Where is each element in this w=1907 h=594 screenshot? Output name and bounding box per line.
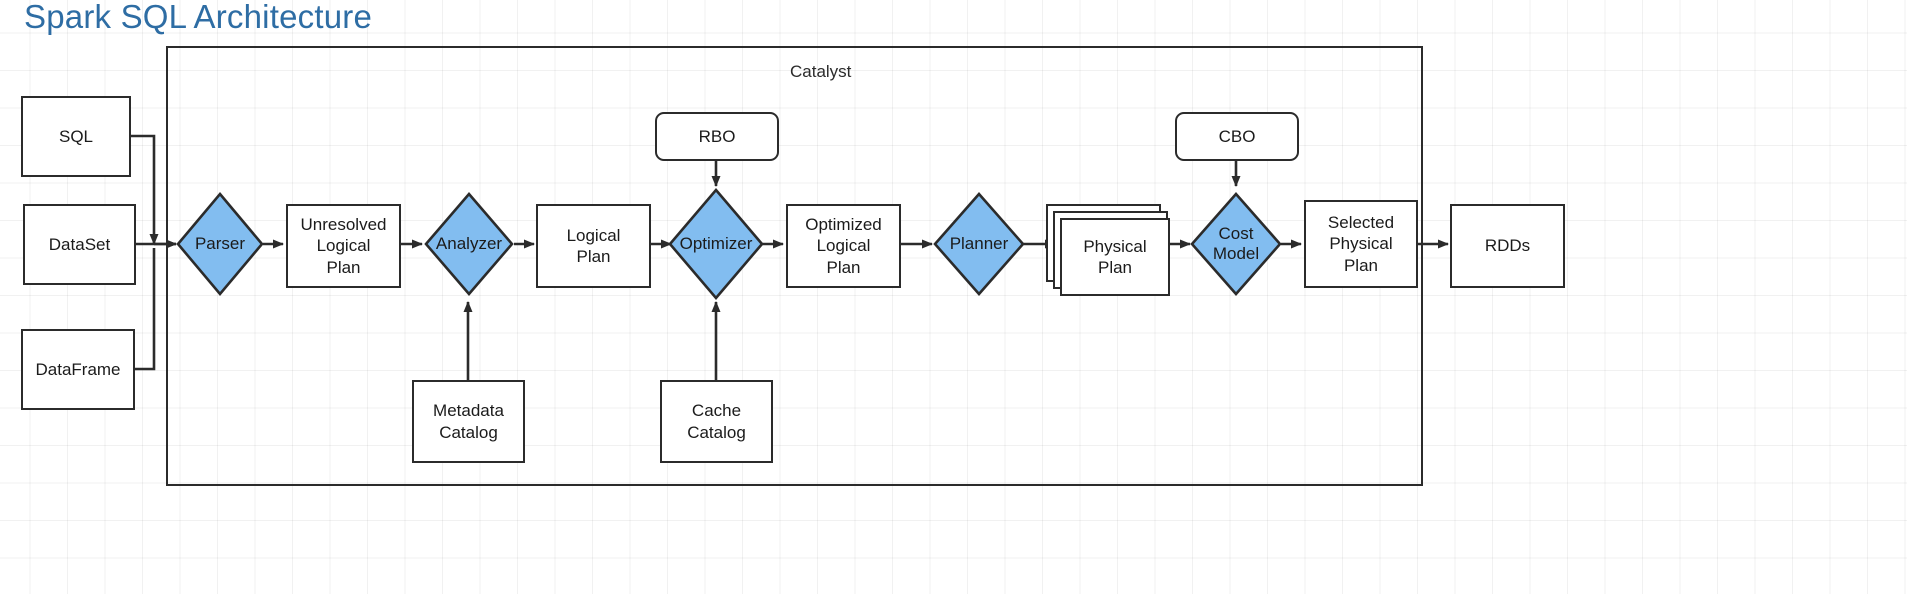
helper-box-cache-catalog-label: Cache Catalog xyxy=(687,401,746,442)
helper-box-metadata-catalog[interactable]: Metadata Catalog xyxy=(412,380,525,463)
output-box-rdds-label: RDDs xyxy=(1484,236,1531,256)
helper-box-cbo-label: CBO xyxy=(1218,126,1256,146)
page-title: Spark SQL Architecture xyxy=(24,0,372,35)
helper-box-cbo[interactable]: CBO xyxy=(1175,112,1299,161)
artifact-selected-physical-plan[interactable]: Selected Physical Plan xyxy=(1304,200,1418,288)
artifact-unresolved-logical-plan-label: Unresolved Logical Plan xyxy=(300,215,387,277)
input-box-sql[interactable]: SQL xyxy=(21,96,131,177)
stage-optimizer[interactable]: Optimizer xyxy=(668,187,764,301)
artifact-physical-plan[interactable]: Physical Plan xyxy=(1060,218,1170,296)
catalyst-container xyxy=(166,46,1423,486)
input-box-sql-label: SQL xyxy=(58,126,94,146)
input-box-dataset[interactable]: DataSet xyxy=(23,204,136,285)
output-box-rdds[interactable]: RDDs xyxy=(1450,204,1565,288)
artifact-logical-plan[interactable]: Logical Plan xyxy=(536,204,651,288)
artifact-selected-physical-plan-label: Selected Physical Plan xyxy=(1327,213,1395,275)
stage-parser[interactable]: Parser xyxy=(176,191,264,297)
input-box-dataframe-label: DataFrame xyxy=(35,359,121,379)
artifact-optimized-logical-plan-label: Optimized Logical Plan xyxy=(805,215,882,277)
helper-box-rbo[interactable]: RBO xyxy=(655,112,779,161)
helper-box-metadata-catalog-label: Metadata Catalog xyxy=(433,401,504,442)
artifact-physical-plan-label: Physical Plan xyxy=(1083,236,1147,277)
helper-box-rbo-label: RBO xyxy=(698,126,736,146)
artifact-unresolved-logical-plan[interactable]: Unresolved Logical Plan xyxy=(286,204,401,288)
input-box-dataset-label: DataSet xyxy=(48,234,111,254)
helper-box-cache-catalog[interactable]: Cache Catalog xyxy=(660,380,773,463)
input-box-dataframe[interactable]: DataFrame xyxy=(21,329,135,410)
artifact-logical-plan-label: Logical Plan xyxy=(566,225,621,266)
artifact-optimized-logical-plan[interactable]: Optimized Logical Plan xyxy=(786,204,901,288)
catalyst-label: Catalyst xyxy=(790,62,852,81)
stage-analyzer[interactable]: Analyzer xyxy=(424,192,514,296)
stage-planner[interactable]: Planner xyxy=(933,192,1025,296)
stage-cost-model[interactable]: Cost Model xyxy=(1190,192,1282,296)
